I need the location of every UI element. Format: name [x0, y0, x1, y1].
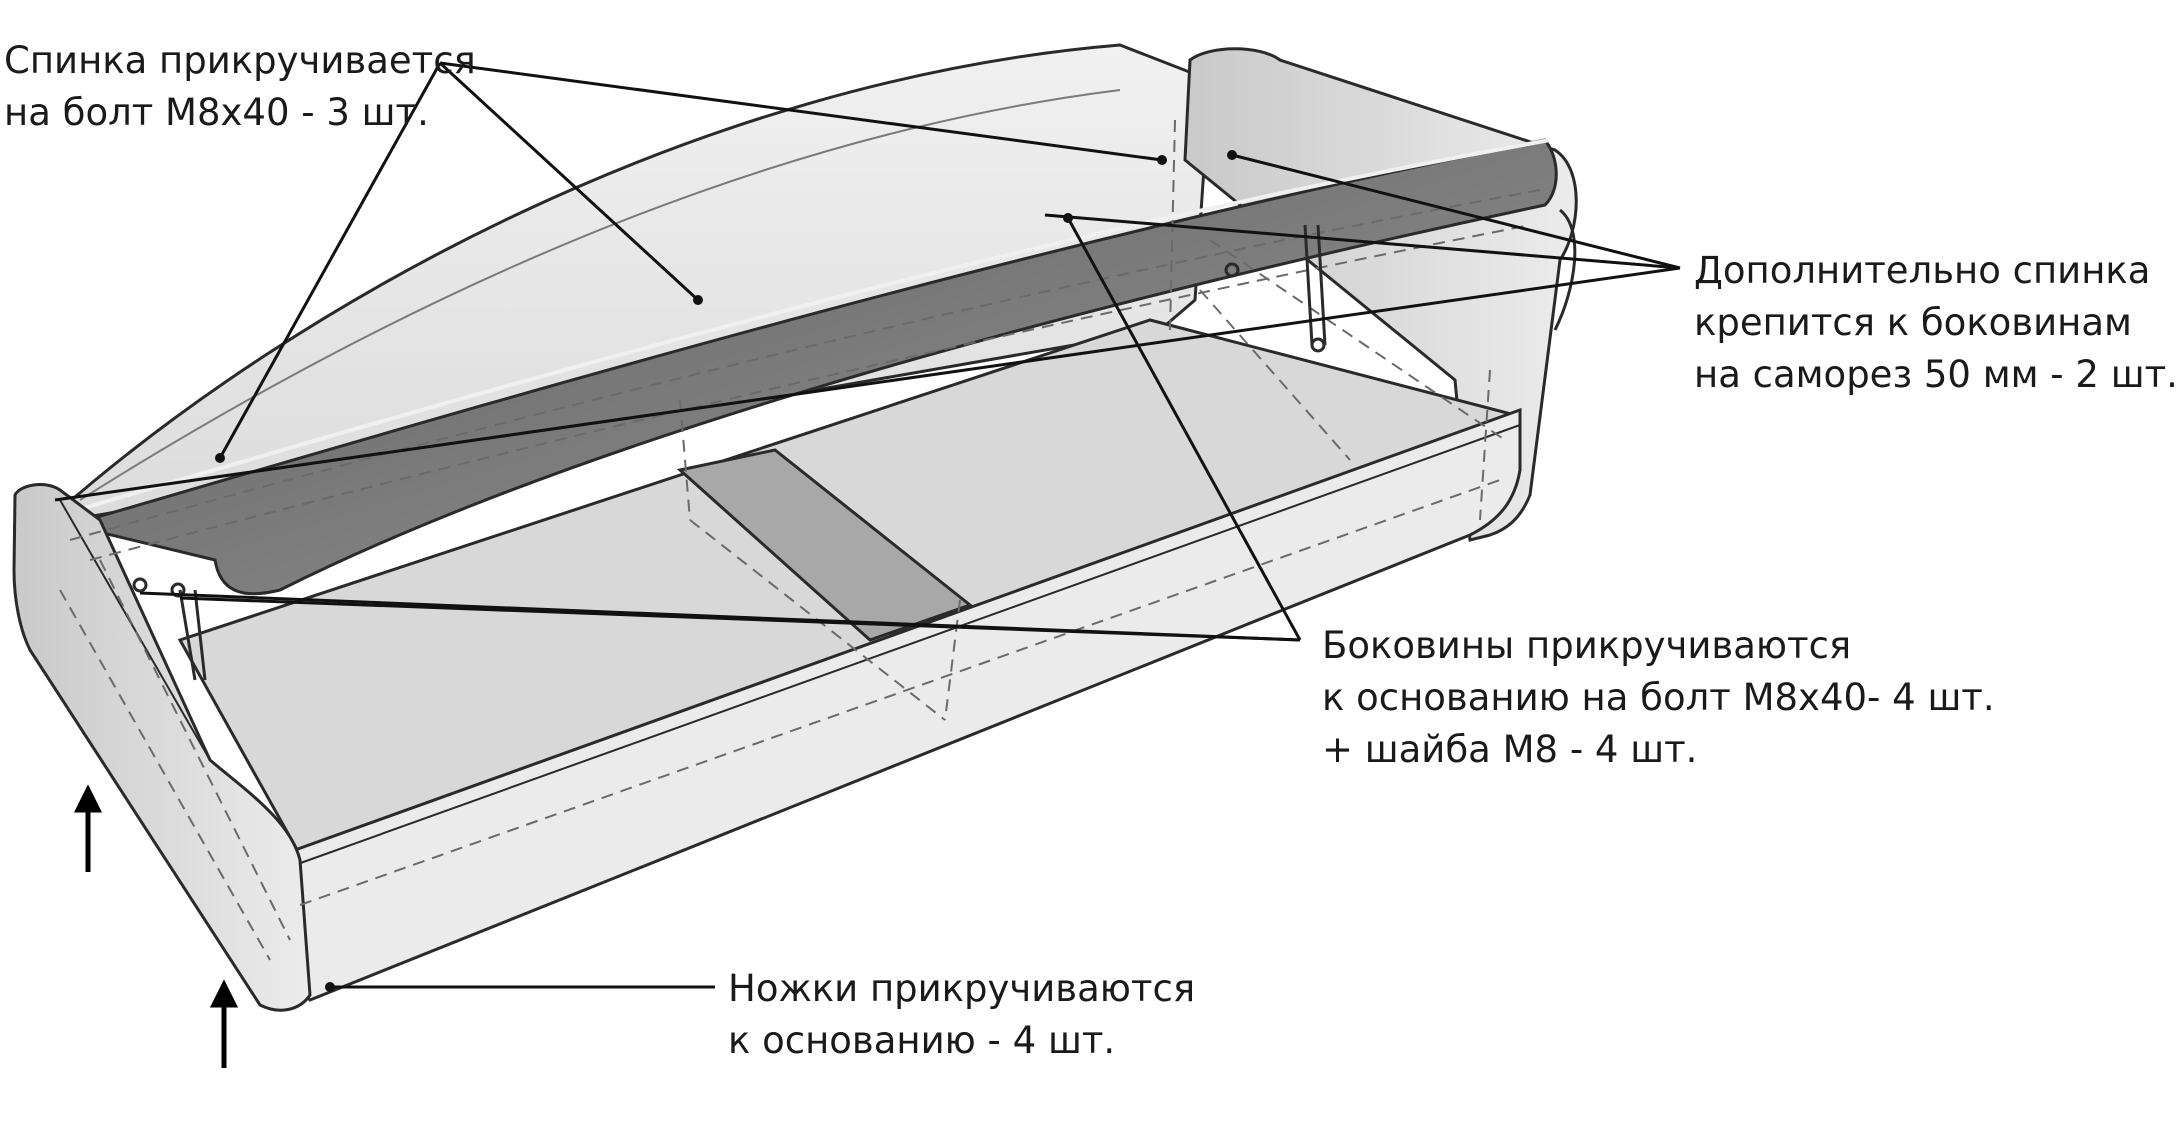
callout-extra-line-1: Дополнительно спинка [1694, 249, 2151, 292]
callout-extra-line-3: на саморез 50 мм - 2 шт. [1694, 353, 2178, 396]
callout-sides-line-1: Боковины прикручиваются [1322, 624, 1852, 667]
storage-divider [676, 448, 974, 642]
callout-side-panels-bolt: Боковины прикручиваются к основанию на б… [1322, 620, 1995, 776]
backrest-seam [79, 89, 1121, 501]
hardware-brackets [132, 224, 1327, 681]
leader-dots [215, 150, 1237, 992]
callout-legs: Ножки прикручиваются к основанию - 4 шт. [728, 963, 1195, 1067]
right-side-panel-edge [1553, 208, 1577, 331]
callout-sides-line-3: + шайба М8 - 4 шт. [1322, 728, 1698, 771]
front-rail-top-edge [294, 424, 1521, 866]
callout-extra-line-2: крепится к боковинам [1694, 301, 2132, 344]
callout-sides-line-2: к основанию на болт М8х40- 4 шт. [1322, 676, 1995, 719]
callout-backrest-line-1: Спинка прикручивается [4, 39, 476, 82]
seat-lid [64, 138, 1558, 596]
left-side-panel-front [59, 499, 211, 761]
backrest-panel [57, 43, 1212, 522]
front-rail [293, 407, 1522, 1002]
seat-lid-top [59, 138, 1551, 517]
leg-arrows [73, 784, 239, 1068]
leader-lines [54, 61, 1681, 989]
callout-backrest-bolt: Спинка прикручивается на болт М8х40 - 3 … [4, 35, 476, 139]
callout-backrest-screws: Дополнительно спинка крепится к боковина… [1694, 245, 2178, 401]
callout-backrest-line-2: на болт М8х40 - 3 шт. [4, 91, 429, 134]
left-side-panel [12, 483, 312, 1012]
callout-legs-line-1: Ножки прикручиваются [728, 967, 1196, 1010]
callout-legs-line-2: к основанию - 4 шт. [728, 1019, 1116, 1062]
